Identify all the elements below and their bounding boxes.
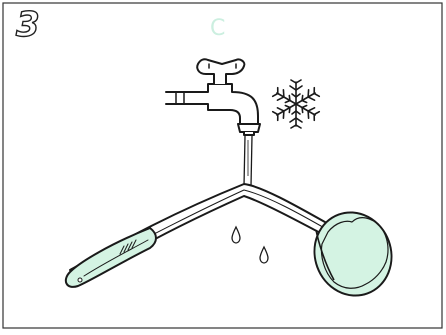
temperature-label: C (210, 18, 225, 40)
step-number: 3 (16, 8, 40, 42)
